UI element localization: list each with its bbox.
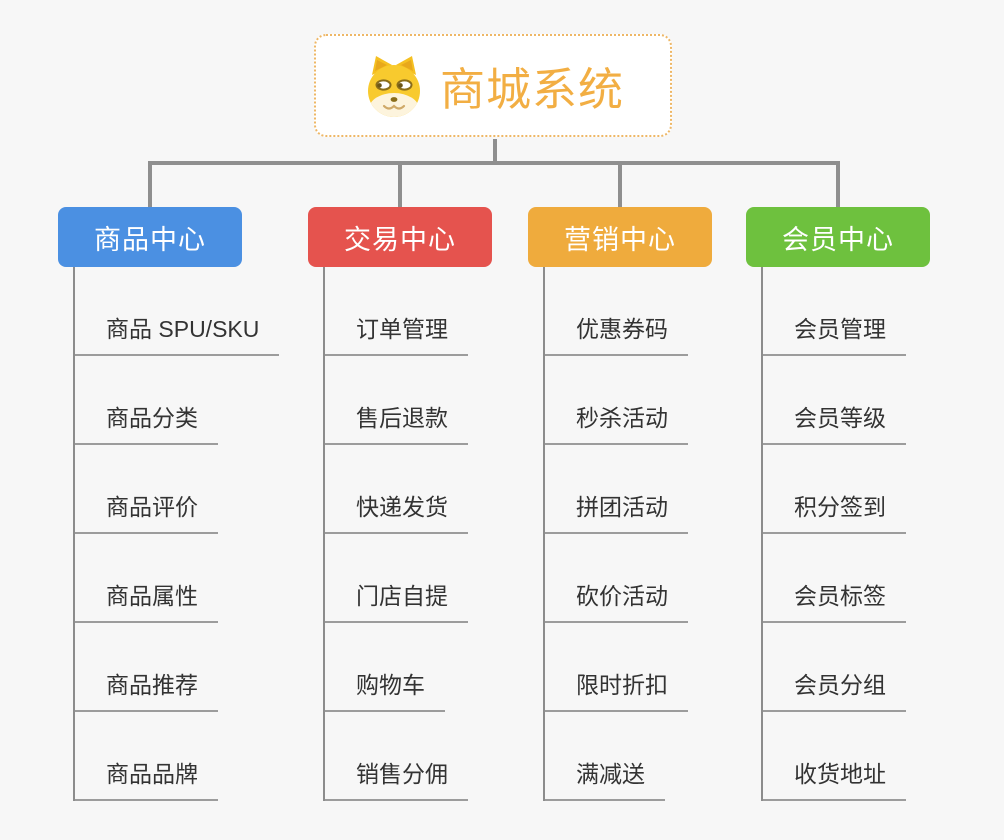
leaf-item[interactable]: 优惠券码 (545, 310, 688, 356)
leaf-node: 快递发货 (325, 445, 492, 534)
leaf-node: 满减送 (545, 712, 712, 801)
branch-node-marketing-center[interactable]: 营销中心 (528, 207, 712, 267)
leaf-node: 商品分类 (75, 356, 242, 445)
leaf-item[interactable]: 商品品牌 (75, 755, 218, 801)
leaf-node: 积分签到 (763, 445, 930, 534)
leaf-list-trade: 订单管理 售后退款 快递发货 门店自提 购物车 销售分佣 (323, 267, 492, 801)
branch-trade-center: 交易中心 订单管理 售后退款 快递发货 门店自提 购物车 销售分佣 (308, 207, 492, 801)
leaf-node: 拼团活动 (545, 445, 712, 534)
leaf-item[interactable]: 购物车 (325, 666, 445, 712)
root-node[interactable]: 商城系统 (314, 34, 672, 137)
leaf-item[interactable]: 售后退款 (325, 399, 468, 445)
connector-root-stem (493, 139, 497, 165)
connector-horizontal-rail (148, 161, 840, 165)
leaf-list-marketing: 优惠券码 秒杀活动 拼团活动 砍价活动 限时折扣 满减送 (543, 267, 712, 801)
leaf-item[interactable]: 会员等级 (763, 399, 906, 445)
leaf-node: 会员标签 (763, 534, 930, 623)
leaf-item[interactable]: 满减送 (545, 755, 665, 801)
leaf-item[interactable]: 门店自提 (325, 577, 468, 623)
branch-product-center: 商品中心 商品 SPU/SKU 商品分类 商品评价 商品属性 商品推荐 商品品牌 (58, 207, 280, 801)
leaf-item[interactable]: 商品 SPU/SKU (75, 310, 280, 356)
leaf-node: 商品推荐 (75, 623, 242, 712)
root-title: 商城系统 (439, 64, 624, 115)
leaf-item[interactable]: 商品分类 (75, 399, 218, 445)
leaf-item[interactable]: 会员分组 (763, 666, 906, 712)
leaf-list-member: 会员管理 会员等级 积分签到 会员标签 会员分组 收货地址 (761, 267, 930, 801)
leaf-item[interactable]: 收货地址 (763, 755, 906, 801)
branch-node-product-center[interactable]: 商品中心 (58, 207, 242, 267)
leaf-node: 购物车 (325, 623, 492, 712)
branch-marketing-center: 营销中心 优惠券码 秒杀活动 拼团活动 砍价活动 限时折扣 满减送 (528, 207, 712, 801)
branch-node-trade-center[interactable]: 交易中心 (308, 207, 492, 267)
leaf-list-product: 商品 SPU/SKU 商品分类 商品评价 商品属性 商品推荐 商品品牌 (73, 267, 280, 801)
leaf-node: 会员等级 (763, 356, 930, 445)
leaf-item[interactable]: 商品属性 (75, 577, 218, 623)
leaf-item[interactable]: 商品评价 (75, 488, 218, 534)
leaf-node: 订单管理 (325, 267, 492, 356)
leaf-node: 商品品牌 (75, 712, 242, 801)
branch-node-member-center[interactable]: 会员中心 (746, 207, 930, 267)
leaf-item[interactable]: 会员管理 (763, 310, 906, 356)
doge-icon (367, 55, 420, 117)
connector-branch-2 (398, 161, 402, 209)
leaf-item[interactable]: 砍价活动 (545, 577, 688, 623)
leaf-node: 商品属性 (75, 534, 242, 623)
leaf-node: 会员管理 (763, 267, 930, 356)
leaf-node: 销售分佣 (325, 712, 492, 801)
leaf-item[interactable]: 限时折扣 (545, 666, 688, 712)
leaf-node: 秒杀活动 (545, 356, 712, 445)
leaf-node: 优惠券码 (545, 267, 712, 356)
leaf-node: 商品评价 (75, 445, 242, 534)
branch-member-center: 会员中心 会员管理 会员等级 积分签到 会员标签 会员分组 收货地址 (746, 207, 930, 801)
leaf-node: 商品 SPU/SKU (75, 267, 280, 356)
leaf-item[interactable]: 积分签到 (763, 488, 906, 534)
leaf-item[interactable]: 销售分佣 (325, 755, 468, 801)
connector-branch-3 (618, 161, 622, 209)
leaf-node: 收货地址 (763, 712, 930, 801)
connector-branch-4 (836, 161, 840, 209)
leaf-node: 会员分组 (763, 623, 930, 712)
connector-branch-1 (148, 161, 152, 209)
leaf-node: 门店自提 (325, 534, 492, 623)
leaf-item[interactable]: 秒杀活动 (545, 399, 688, 445)
leaf-item[interactable]: 拼团活动 (545, 488, 688, 534)
leaf-node: 限时折扣 (545, 623, 712, 712)
leaf-item[interactable]: 快递发货 (325, 488, 468, 534)
leaf-node: 砍价活动 (545, 534, 712, 623)
leaf-item[interactable]: 会员标签 (763, 577, 906, 623)
leaf-item[interactable]: 订单管理 (325, 310, 468, 356)
leaf-node: 售后退款 (325, 356, 492, 445)
leaf-item[interactable]: 商品推荐 (75, 666, 218, 712)
